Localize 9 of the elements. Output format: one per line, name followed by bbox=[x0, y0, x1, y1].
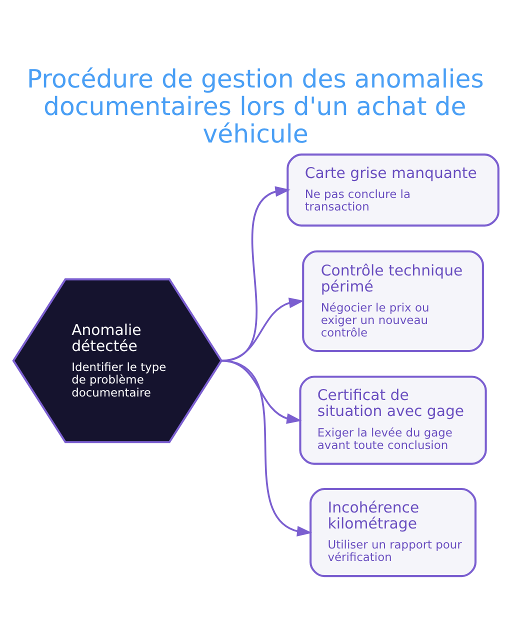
arrow bbox=[220, 360, 312, 537]
arrow bbox=[220, 360, 302, 424]
arrow bbox=[220, 298, 304, 362]
arrow bbox=[220, 186, 290, 362]
node-box: Contrôle technique périmé Négocier le prix ou exiger un nouveau contrôle bbox=[302, 250, 484, 352]
diagram-title: Procédure de gestion des anomalies documentaires lors d'un achat de véhicule bbox=[26, 64, 484, 149]
node-box: Certificat de situation avec gage Exiger la levée du gage avant toute conclusion bbox=[298, 376, 486, 465]
node-box: Carte grise manquante Ne pas conclure la transaction bbox=[286, 154, 499, 227]
node-box: Incohérence kilométrage Utiliser un rapport pour vérification bbox=[309, 488, 476, 578]
